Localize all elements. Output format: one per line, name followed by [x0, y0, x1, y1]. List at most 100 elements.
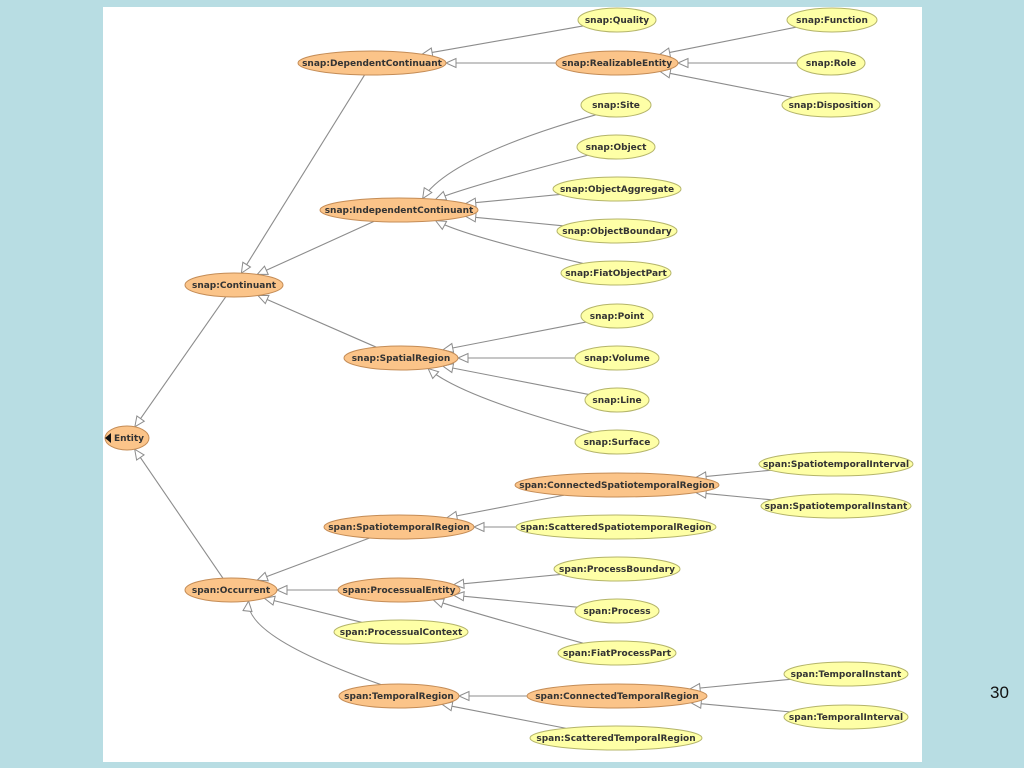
node-snap-function[interactable]: snap:Function	[786, 7, 878, 33]
ontology-graph: Entity snap:Continuant snap:DependentConti…	[104, 7, 914, 751]
node-ellipse[interactable]	[576, 134, 656, 160]
node-ellipse[interactable]	[557, 640, 677, 666]
node-ellipse[interactable]	[297, 50, 447, 76]
node-ellipse[interactable]	[580, 92, 652, 118]
node-ellipse[interactable]	[574, 345, 660, 371]
subclass-edge	[464, 212, 563, 227]
node-ellipse[interactable]	[323, 514, 475, 540]
arrowhead	[256, 265, 269, 275]
node-label: span:Occurrent	[192, 586, 271, 596]
subclass-edge	[427, 367, 593, 433]
node-ellipse[interactable]	[783, 704, 909, 730]
node-span-process-boundary[interactable]: span:ProcessBoundary	[553, 556, 681, 582]
node-span-connected-spatiotemporal-region[interactable]: span:ConnectedSpatiotemporalRegion	[514, 472, 720, 498]
arrowhead	[457, 690, 470, 702]
node-snap-spatial-region[interactable]: snap:SpatialRegion	[343, 345, 459, 371]
arrowhead	[444, 57, 457, 69]
node-ellipse[interactable]	[515, 514, 717, 540]
node-ellipse[interactable]	[760, 493, 912, 519]
node-ellipse[interactable]	[574, 598, 660, 624]
node-span-process[interactable]: span:Process	[574, 598, 660, 624]
node-ellipse[interactable]	[758, 451, 914, 477]
arrowhead	[434, 220, 448, 231]
node-entity[interactable]: Entity	[104, 425, 150, 451]
node-ellipse[interactable]	[786, 7, 878, 33]
node-snap-role[interactable]: snap:Role	[796, 50, 866, 76]
node-ellipse[interactable]	[526, 683, 708, 709]
node-ellipse[interactable]	[553, 556, 681, 582]
node-snap-dependent-continuant[interactable]: snap:DependentContinuant	[297, 50, 447, 76]
edge-line	[659, 26, 797, 55]
node-ellipse[interactable]	[514, 472, 720, 498]
node-ellipse[interactable]	[577, 7, 657, 33]
node-snap-object[interactable]: snap:Object	[576, 134, 656, 160]
arrowhead	[256, 294, 270, 305]
node-span-spatiotemporal-instant[interactable]: span:SpatiotemporalInstant	[760, 493, 912, 519]
node-label: snap:ObjectAggregate	[560, 185, 674, 195]
node-ellipse[interactable]	[343, 345, 459, 371]
node-snap-surface[interactable]: snap:Surface	[574, 429, 660, 455]
node-ellipse[interactable]	[184, 272, 284, 298]
node-snap-quality[interactable]: snap:Quality	[577, 7, 657, 33]
node-snap-continuant[interactable]: snap:Continuant	[184, 272, 284, 298]
node-ellipse[interactable]	[584, 387, 650, 413]
node-snap-disposition[interactable]: snap:Disposition	[781, 92, 881, 118]
node-snap-point[interactable]: snap:Point	[580, 303, 654, 329]
node-ellipse[interactable]	[555, 50, 679, 76]
node-ellipse[interactable]	[319, 197, 479, 223]
node-span-temporal-interval[interactable]: span:TemporalInterval	[783, 704, 909, 730]
node-ellipse[interactable]	[552, 176, 682, 202]
node-label: snap:Continuant	[192, 281, 277, 291]
slide-number: 30	[990, 683, 1009, 702]
subclass-edge	[452, 591, 578, 608]
node-label: span:Process	[583, 607, 650, 617]
node-span-spatiotemporal-interval[interactable]: span:SpatiotemporalInterval	[758, 451, 914, 477]
node-snap-fiat-object-part[interactable]: snap:FiatObjectPart	[560, 260, 672, 286]
node-snap-site[interactable]: snap:Site	[580, 92, 652, 118]
node-snap-object-boundary[interactable]: snap:ObjectBoundary	[556, 218, 678, 244]
edge-line	[257, 294, 377, 348]
node-ellipse[interactable]	[560, 260, 672, 286]
node-layer: Entity snap:Continuant snap:DependentConti…	[104, 7, 914, 751]
edge-line	[453, 594, 578, 608]
node-ellipse[interactable]	[184, 577, 278, 603]
node-span-scattered-spatiotemporal-region[interactable]: span:ScatteredSpatiotemporalRegion	[515, 514, 717, 540]
edge-line	[264, 597, 362, 623]
subclass-edge	[444, 57, 556, 69]
node-span-occurrent[interactable]: span:Occurrent	[184, 577, 278, 603]
node-ellipse[interactable]	[337, 577, 461, 603]
node-ellipse[interactable]	[783, 661, 909, 687]
subclass-edge	[134, 448, 224, 579]
edge-line	[442, 703, 566, 729]
node-span-processual-entity[interactable]: span:ProcessualEntity	[337, 577, 461, 603]
node-ellipse[interactable]	[333, 619, 469, 645]
node-snap-independent-continuant[interactable]: snap:IndependentContinuant	[319, 197, 479, 223]
node-span-fiat-process-part[interactable]: span:FiatProcessPart	[557, 640, 677, 666]
collapse-triangle-icon[interactable]	[105, 433, 111, 443]
node-ellipse[interactable]	[556, 218, 678, 244]
node-ellipse[interactable]	[574, 429, 660, 455]
node-span-spatiotemporal-region[interactable]: span:SpatiotemporalRegion	[323, 514, 475, 540]
subclass-edge	[263, 595, 362, 623]
node-ellipse[interactable]	[796, 50, 866, 76]
node-ellipse[interactable]	[338, 683, 460, 709]
edge-line	[134, 296, 227, 428]
node-snap-line[interactable]: snap:Line	[584, 387, 650, 413]
node-snap-object-aggregate[interactable]: snap:ObjectAggregate	[552, 176, 682, 202]
node-span-scattered-temporal-region[interactable]: span:ScatteredTemporalRegion	[529, 725, 703, 751]
node-ellipse[interactable]	[781, 92, 881, 118]
edge-line	[422, 25, 584, 55]
node-span-temporal-region[interactable]: span:TemporalRegion	[338, 683, 460, 709]
node-span-temporal-instant[interactable]: span:TemporalInstant	[783, 661, 909, 687]
node-span-connected-temporal-region[interactable]: span:ConnectedTemporalRegion	[526, 683, 708, 709]
arrowhead	[427, 367, 440, 380]
node-span-processual-context[interactable]: span:ProcessualContext	[333, 619, 469, 645]
node-label: span:TemporalRegion	[344, 692, 454, 702]
node-ellipse[interactable]	[529, 725, 703, 751]
node-snap-volume[interactable]: snap:Volume	[574, 345, 660, 371]
node-snap-realizable-entity[interactable]: snap:RealizableEntity	[555, 50, 679, 76]
node-label: snap:Role	[806, 59, 856, 69]
node-label: span:ScatteredSpatiotemporalRegion	[520, 523, 711, 533]
subclass-edge	[256, 537, 370, 582]
node-ellipse[interactable]	[580, 303, 654, 329]
